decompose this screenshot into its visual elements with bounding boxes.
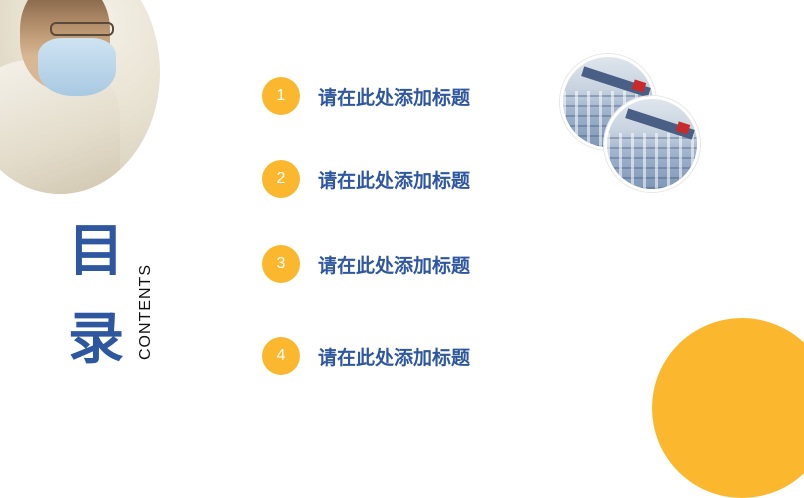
title-char-mu: 目	[68, 219, 124, 284]
building-photo-2	[604, 96, 700, 192]
contents-subtitle: CONTENTS	[137, 264, 154, 360]
doctor-photo	[0, 0, 160, 194]
toc-item-4[interactable]: 4 请在此处添加标题	[262, 337, 470, 375]
title-char-lu: 录	[68, 307, 124, 372]
number-badge: 1	[262, 77, 300, 115]
toc-item-2[interactable]: 2 请在此处添加标题	[262, 160, 470, 198]
toc-item-label: 请在此处添加标题	[318, 86, 471, 109]
toc-item-1[interactable]: 1 请在此处添加标题	[262, 77, 470, 115]
doctor-mask	[38, 38, 116, 96]
number-badge: 3	[262, 245, 300, 283]
doctor-glasses	[50, 22, 114, 36]
toc-item-label: 请在此处添加标题	[318, 254, 471, 277]
toc-item-3[interactable]: 3 请在此处添加标题	[262, 245, 470, 283]
decorative-orange-circle	[652, 318, 804, 498]
toc-item-label: 请在此处添加标题	[318, 346, 471, 369]
toc-item-label: 请在此处添加标题	[318, 169, 471, 192]
number-badge: 4	[262, 337, 300, 375]
number-badge: 2	[262, 160, 300, 198]
